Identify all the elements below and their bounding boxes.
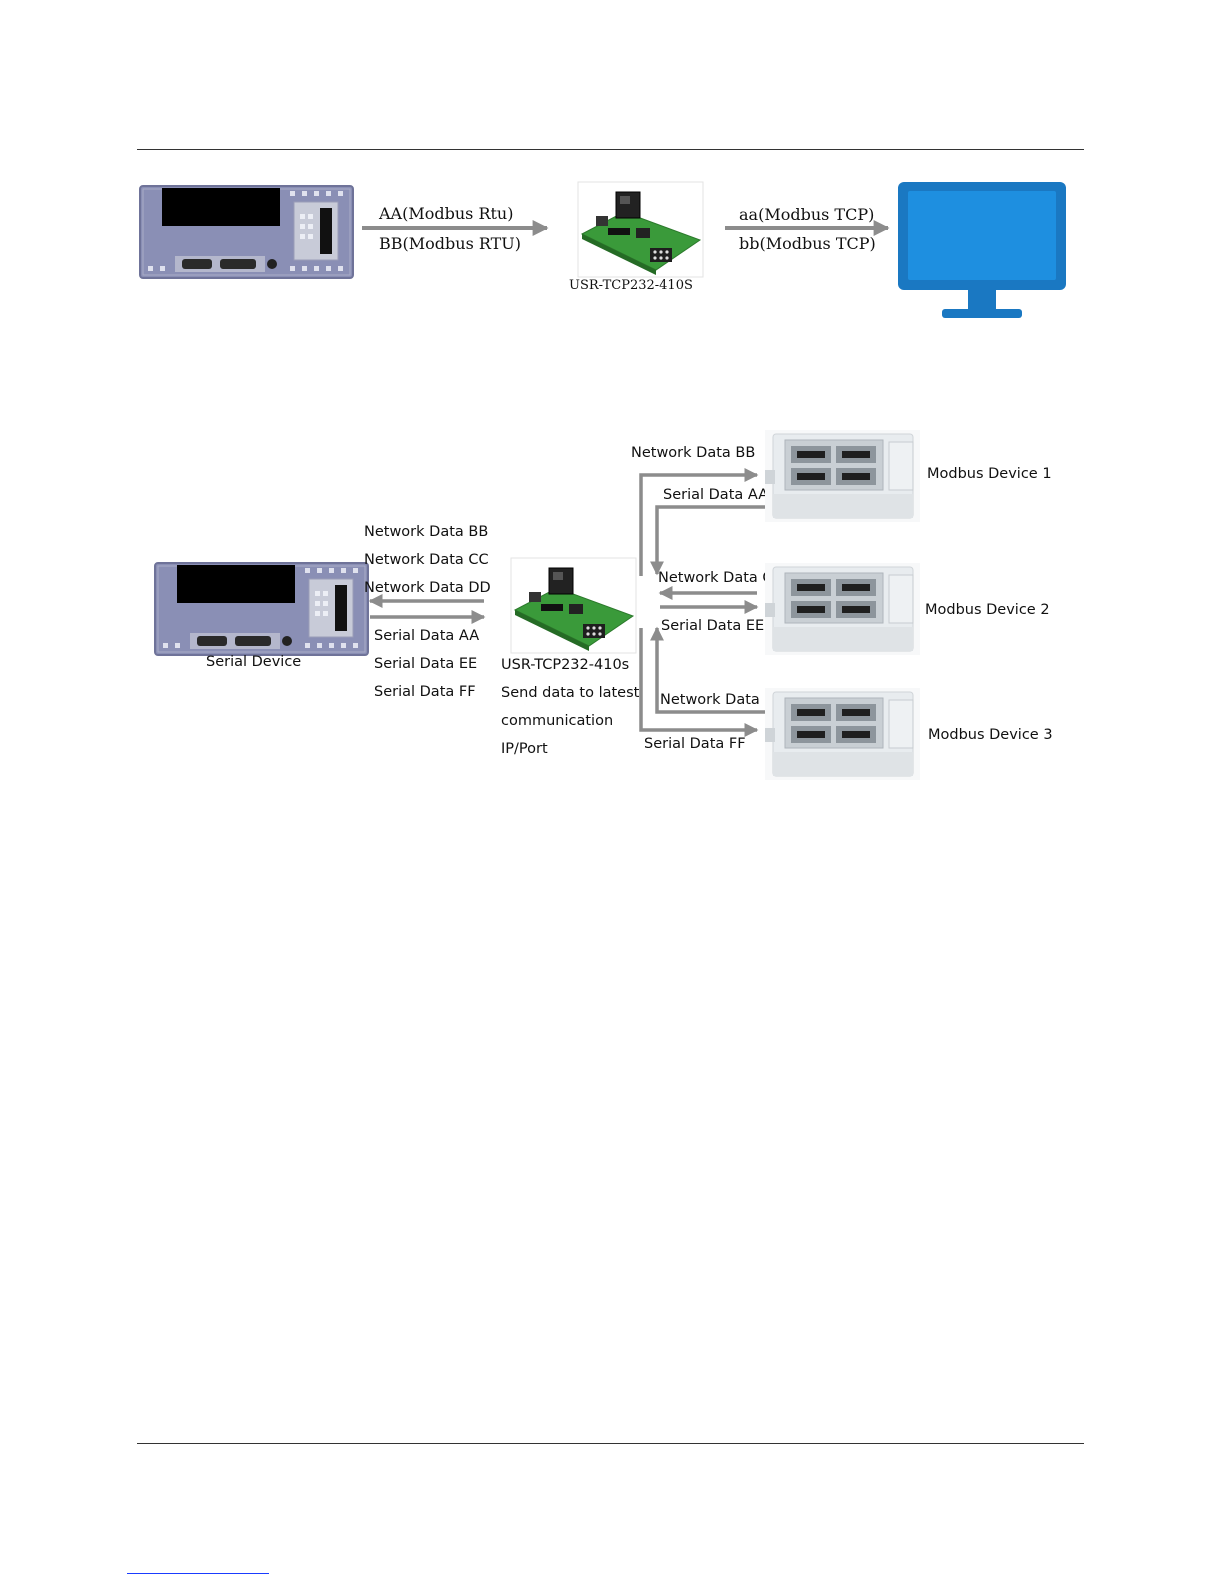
label-aa-rtu: AA(Modbus Rtu) <box>378 204 513 223</box>
arrow-network-dd <box>650 626 765 714</box>
dev1-serial-label: Serial Data AA <box>663 487 768 503</box>
serial-device-1 <box>139 185 354 279</box>
left-network-bb: Network Data BB <box>364 524 488 540</box>
left-network-cc: Network Data CC <box>364 552 489 568</box>
module-pcb-2 <box>510 557 637 654</box>
module-label-1: USR-TCP232-410S <box>569 278 693 293</box>
footer-rule <box>137 1443 1084 1444</box>
routing-arrows <box>639 468 765 737</box>
dev3-serial-label: Serial Data FF <box>644 736 746 752</box>
monitor-icon <box>898 182 1066 318</box>
left-serial-aa: Serial Data AA <box>374 628 479 644</box>
label-bb-rtu: BB(Modbus RTU) <box>379 234 521 253</box>
modbus-device-3 <box>764 687 921 781</box>
label-bb-tcp: bb(Modbus TCP) <box>739 234 876 253</box>
module-label-2: USR-TCP232-410s <box>501 657 629 673</box>
arrow-serial-aa <box>650 505 765 576</box>
module-note-2: communication <box>501 713 613 729</box>
arrow-serial-ff <box>639 628 759 737</box>
left-network-dd: Network Data DD <box>364 580 491 596</box>
arrow-network-bb <box>639 468 759 576</box>
label-aa-tcp: aa(Modbus TCP) <box>739 205 874 224</box>
dev2-serial-label: Serial Data EE <box>661 618 764 634</box>
modbus-device-2 <box>764 562 921 656</box>
module-pcb-1 <box>577 181 704 278</box>
dev1-network-label: Network Data BB <box>631 445 755 461</box>
dev2-network-label: Network Data CC <box>658 570 783 586</box>
serial-device-2 <box>154 562 369 656</box>
left-serial-ff: Serial Data FF <box>374 684 476 700</box>
modbus-device-2-name: Modbus Device 2 <box>925 602 1050 618</box>
modbus-device-1 <box>764 429 921 523</box>
modbus-device-1-name: Modbus Device 1 <box>927 466 1052 482</box>
module-note-1: Send data to latest <box>501 685 640 701</box>
dev3-network-label: Network Data DD <box>660 692 787 708</box>
footer-link-underline <box>127 1573 269 1574</box>
modbus-device-3-name: Modbus Device 3 <box>928 727 1053 743</box>
serial-device-label: Serial Device <box>206 654 301 670</box>
header-rule <box>137 149 1084 150</box>
left-serial-ee: Serial Data EE <box>374 656 477 672</box>
module-note-3: IP/Port <box>501 741 548 757</box>
